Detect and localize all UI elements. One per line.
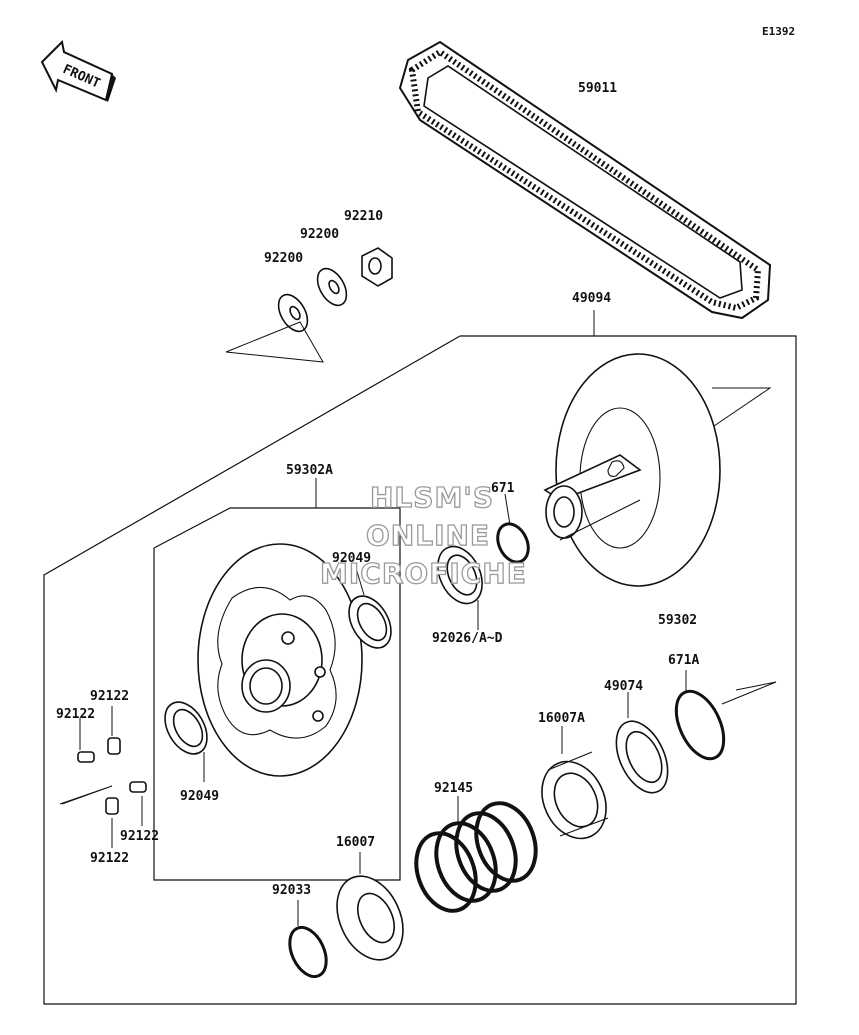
weight-92122-c[interactable] bbox=[129, 781, 147, 793]
part-label: 16007A bbox=[538, 711, 585, 726]
part-label: 92122 bbox=[90, 689, 129, 704]
circlip-92033[interactable] bbox=[283, 922, 334, 983]
washer-92200-a[interactable] bbox=[273, 290, 314, 337]
part-label: 59011 bbox=[578, 81, 617, 96]
weight-92122-d[interactable] bbox=[105, 797, 119, 815]
part-label: 92033 bbox=[272, 883, 311, 898]
seal-16007[interactable] bbox=[324, 865, 416, 970]
spring-92145[interactable] bbox=[406, 795, 546, 919]
part-label: 16007 bbox=[336, 835, 375, 850]
part-label: 671A bbox=[668, 653, 699, 668]
part-label: 92026/A~D bbox=[432, 631, 503, 646]
shim-92026[interactable] bbox=[429, 539, 491, 610]
fixed-sheave-59302[interactable] bbox=[543, 353, 721, 587]
diagram-code: E1392 bbox=[762, 25, 795, 38]
movable-sheave-59302a[interactable] bbox=[197, 543, 363, 777]
front-arrow-icon: FRONT bbox=[40, 39, 116, 102]
cam-16007a[interactable] bbox=[530, 751, 618, 849]
o-ring-671[interactable] bbox=[492, 519, 534, 567]
nut-92210[interactable] bbox=[361, 247, 393, 287]
watermark-line: HLSM'S bbox=[370, 481, 494, 514]
part-label: 49074 bbox=[604, 679, 643, 694]
part-label: 671 bbox=[491, 481, 515, 496]
bushing-92049-bottom[interactable] bbox=[156, 695, 215, 761]
part-label: 92210 bbox=[344, 209, 383, 224]
part-label: 49094 bbox=[572, 291, 611, 306]
weight-92122-a[interactable] bbox=[107, 737, 121, 755]
part-label: 92122 bbox=[90, 851, 129, 866]
part-label: 92145 bbox=[434, 781, 473, 796]
watermark-line: MICROFICHE bbox=[320, 557, 527, 590]
weight-92122-b[interactable] bbox=[77, 751, 95, 763]
part-label: 59302 bbox=[658, 613, 697, 628]
part-label: 92122 bbox=[56, 707, 95, 722]
part-label: 92122 bbox=[120, 829, 159, 844]
part-label: 92049 bbox=[332, 551, 371, 566]
washer-92200-b[interactable] bbox=[312, 264, 353, 311]
part-label: 92049 bbox=[180, 789, 219, 804]
bushing-92049-top[interactable] bbox=[340, 589, 399, 655]
part-label: 92200 bbox=[264, 251, 303, 266]
part-label: 59302A bbox=[286, 463, 333, 478]
watermark-line: ONLINE bbox=[366, 519, 490, 552]
part-label: 92200 bbox=[300, 227, 339, 242]
o-ring-671a[interactable] bbox=[667, 684, 734, 766]
spacer-49074[interactable] bbox=[606, 713, 678, 800]
drive-belt[interactable] bbox=[398, 40, 772, 320]
